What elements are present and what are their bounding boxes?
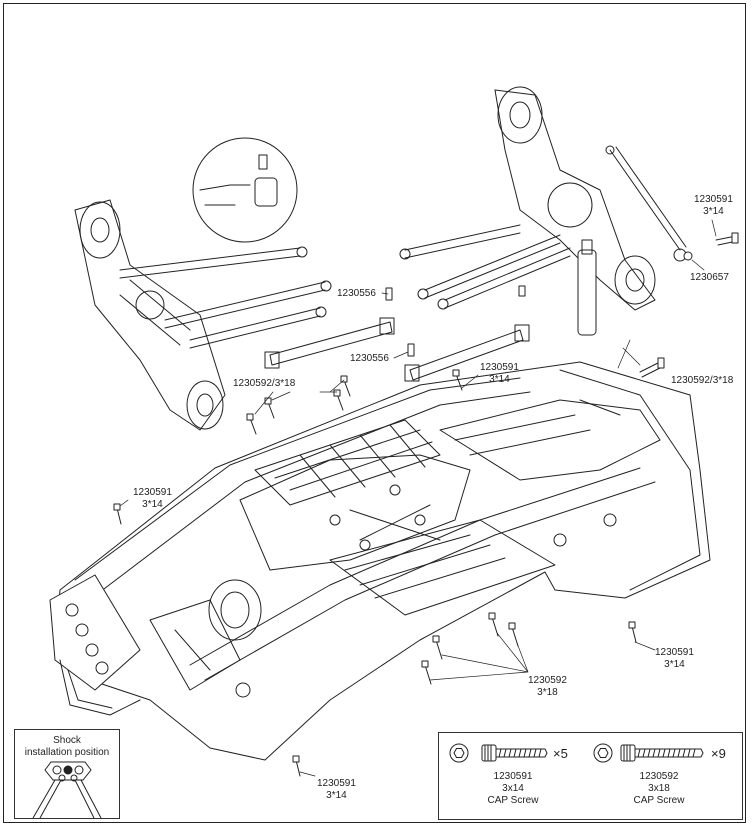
- part-number: 1230592/3*18: [671, 375, 734, 386]
- driveshafts: [264, 285, 530, 382]
- cap-screw-icon: [593, 743, 704, 763]
- page-border: [3, 3, 746, 823]
- callout-1230556-top: 1230556: [337, 288, 376, 300]
- cap-screw-icon: [449, 743, 548, 763]
- callout-1230556-bottom: 1230556: [350, 353, 389, 365]
- chassis-frame: [49, 361, 711, 761]
- callout-1230591-bottom: 1230591 3*14: [317, 778, 356, 802]
- part-number: 1230556: [350, 353, 389, 364]
- part-name: CAP Screw: [487, 795, 539, 806]
- part-number: 1230592: [528, 675, 567, 686]
- legend-subtitle: installation position: [24, 747, 110, 758]
- part-size: 3*14: [326, 790, 347, 801]
- callout-1230592-left: 1230592/3*18: [233, 378, 295, 390]
- callout-1230591-front: 1230591 3*14: [133, 487, 172, 511]
- part-size: 3*18: [537, 687, 558, 698]
- part-size: 3*14: [142, 499, 163, 510]
- screws: [113, 232, 739, 777]
- shock-mount-icon: [32, 761, 102, 819]
- part-name: CAP Screw: [633, 795, 685, 806]
- rear-axle-assembly: [399, 86, 687, 336]
- part-size: 3x14: [502, 783, 524, 794]
- part-size: 3*14: [489, 374, 510, 385]
- legend-title: Shock: [53, 735, 81, 746]
- callout-1230591-rear-upper: 1230591 3*14: [694, 194, 733, 218]
- part-quantity: ×9: [711, 746, 726, 761]
- parts-list: ×5 1230591 3x14 CAP Screw ×9 1230592 3x1…: [438, 732, 743, 820]
- front-axle-assembly: [74, 137, 332, 431]
- part-size: 3*14: [703, 206, 724, 217]
- part-number: 1230591: [317, 778, 356, 789]
- part-number: 1230591: [694, 194, 733, 205]
- callout-1230592-bottom: 1230592 3*18: [528, 675, 567, 699]
- part-number: 1230556: [337, 288, 376, 299]
- part-number: 1230657: [690, 272, 729, 283]
- part-size: 3x18: [648, 783, 670, 794]
- part-size: 3*14: [664, 659, 685, 670]
- part-number: 1230591: [655, 647, 694, 658]
- part-code: 1230591: [493, 771, 533, 782]
- callout-1230591-center: 1230591 3*14: [480, 362, 519, 386]
- part-quantity: ×5: [553, 746, 568, 761]
- part-number: 1230591: [480, 362, 519, 373]
- part-code: 1230592: [639, 771, 679, 782]
- callout-1230592-right: 1230592/3*18: [671, 375, 733, 387]
- part-number: 1230592/3*18: [233, 378, 296, 389]
- callout-1230591-rear-skid: 1230591 3*14: [655, 647, 694, 671]
- part-number: 1230591: [133, 487, 172, 498]
- leader-lines: [119, 219, 717, 777]
- callout-1230657: 1230657: [690, 272, 729, 284]
- shock-installation-legend: Shock installation position: [14, 729, 120, 819]
